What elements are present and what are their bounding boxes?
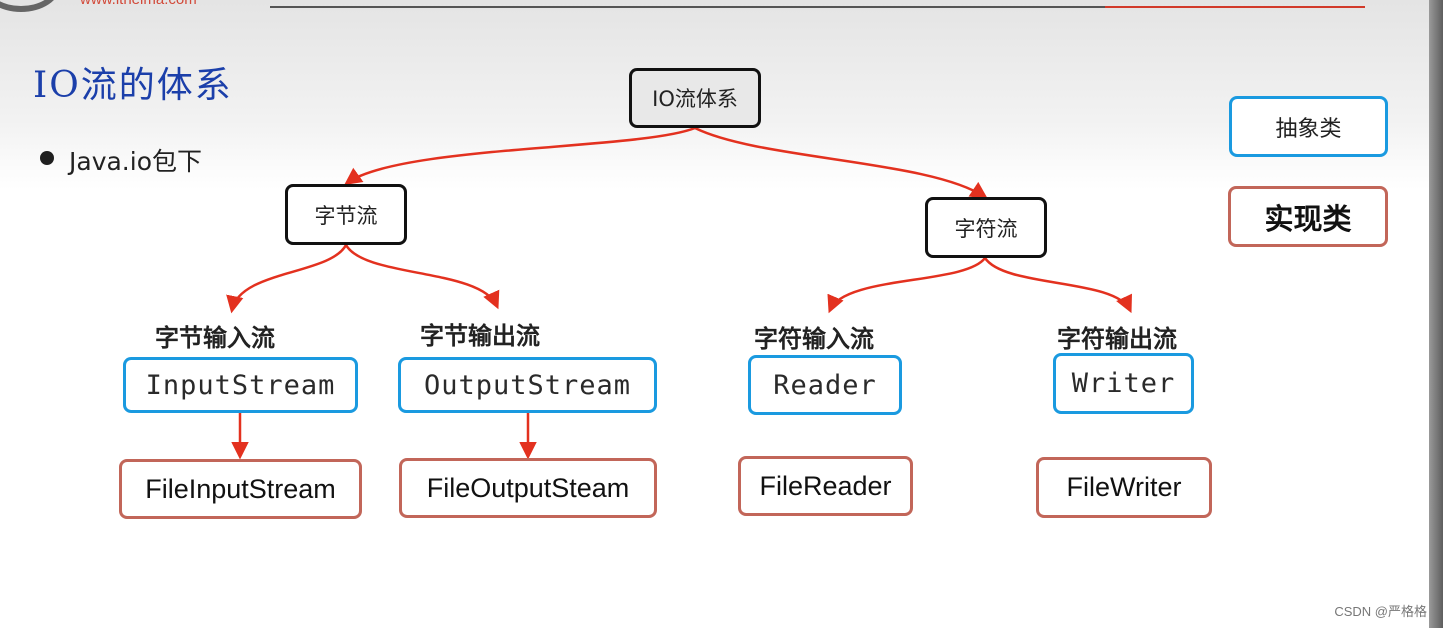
legend-concrete-class: 实现类 xyxy=(1228,186,1388,247)
arrow-byte-to-input xyxy=(226,244,348,314)
fileoutputsteam-node: FileOutputSteam xyxy=(399,458,657,518)
fileinputstream-node: FileInputStream xyxy=(119,459,362,519)
bullet-text: Java.io包下 xyxy=(69,147,202,176)
arrow-char-to-output xyxy=(983,257,1132,314)
site-url: www.itheima.com xyxy=(80,0,197,8)
slide-title: IO流的体系 xyxy=(33,65,233,106)
filewriter-node: FileWriter xyxy=(1036,457,1212,518)
char-input-stream-label: 字符输入流 xyxy=(754,325,874,353)
byte-output-stream-label: 字节输出流 xyxy=(420,322,540,350)
char-output-stream-label: 字符输出流 xyxy=(1057,325,1177,353)
arrow-root-to-byte-stream xyxy=(344,126,696,186)
byte-stream-node: 字节流 xyxy=(285,184,407,245)
char-stream-node: 字符流 xyxy=(925,197,1047,258)
header-divider xyxy=(270,6,1365,8)
writer-node: Writer xyxy=(1053,353,1194,414)
right-edge-strip xyxy=(1429,0,1443,628)
inputstream-node: InputStream xyxy=(123,357,358,413)
legend-abstract-class: 抽象类 xyxy=(1229,96,1388,157)
arrow-char-to-input xyxy=(827,257,987,314)
header-divider-accent xyxy=(1105,6,1365,8)
filereader-node: FileReader xyxy=(738,456,913,516)
byte-input-stream-label: 字节输入流 xyxy=(155,324,275,352)
watermark: CSDN @严格格 xyxy=(1334,604,1427,619)
arrow-byte-to-output xyxy=(344,244,500,310)
io-system-node: IO流体系 xyxy=(629,68,761,128)
reader-node: Reader xyxy=(748,355,902,415)
outputstream-node: OutputStream xyxy=(398,357,657,413)
arrow-root-to-char-stream xyxy=(694,126,988,199)
bullet-icon xyxy=(40,151,54,165)
